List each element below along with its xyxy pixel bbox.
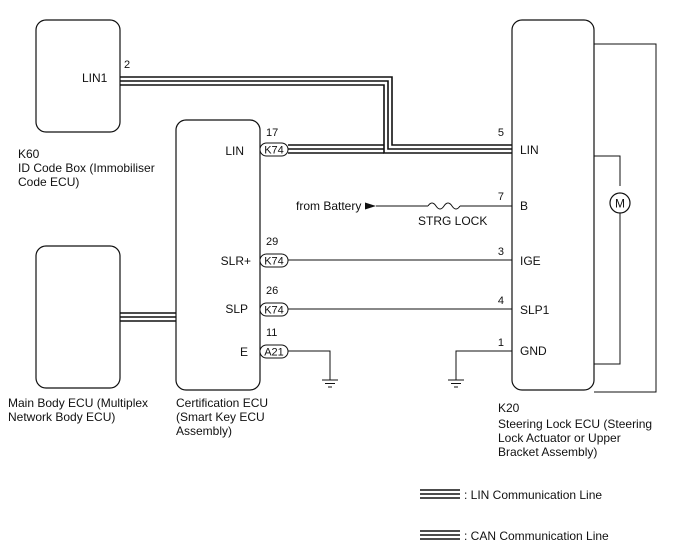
- steering-lock-ecu-box: [511, 19, 595, 391]
- id-code-box-pin: 2: [124, 59, 130, 71]
- fuse-label: STRG LOCK: [418, 214, 487, 228]
- legend-lin-text: : LIN Communication Line: [464, 488, 602, 502]
- svg-text:K74: K74: [264, 256, 284, 268]
- cert-terminal-e: E: [240, 345, 248, 359]
- id-code-box-name-2: Code ECU): [18, 175, 79, 189]
- id-code-box: [35, 19, 121, 133]
- slk-pin-slp1: 4: [498, 295, 504, 307]
- slk-name-1: Steering Lock ECU (Steering: [498, 417, 652, 431]
- cert-pin-slr: 29: [266, 236, 278, 248]
- main-body-ecu-name-1: Main Body ECU (Multiplex: [8, 396, 148, 410]
- steering-motor-circuit: M: [594, 43, 657, 393]
- fuse-icon: [427, 202, 461, 210]
- connector-a21-e: A21: [259, 344, 289, 359]
- cert-ecu-name-1: Certification ECU: [176, 396, 268, 410]
- main-body-ecu-name-2: Network Body ECU): [8, 410, 115, 424]
- battery-source-label: from Battery: [296, 199, 361, 213]
- cert-terminal-slp: SLP: [225, 302, 248, 316]
- can-bus: [120, 312, 176, 322]
- lin-bus: [120, 76, 512, 154]
- id-code-box-code: K60: [18, 147, 40, 161]
- slk-terminal-gnd: GND: [520, 344, 547, 358]
- slk-name-3: Bracket Assembly): [498, 445, 597, 459]
- slk-pin-gnd: 1: [498, 337, 504, 349]
- arrow-icon: [365, 202, 376, 210]
- slk-pin-b: 7: [498, 191, 504, 203]
- slk-pin-lin: 5: [498, 127, 504, 139]
- main-body-ecu-box: [35, 245, 121, 389]
- slk-terminal-lin: LIN: [520, 143, 539, 157]
- slk-terminal-ige: IGE: [520, 254, 541, 268]
- cert-pin-lin: 17: [266, 127, 278, 139]
- connector-k74-slp: K74: [259, 302, 289, 317]
- legend-can-text: : CAN Communication Line: [464, 529, 609, 543]
- slk-code: K20: [498, 401, 520, 415]
- id-code-box-terminal: LIN1: [82, 71, 108, 85]
- legend-lin: : LIN Communication Line: [420, 488, 602, 502]
- slk-terminal-b: B: [520, 199, 528, 213]
- id-code-box-name-1: ID Code Box (Immobiliser: [18, 161, 155, 175]
- steering-ecu-ground: [448, 350, 512, 388]
- cert-pin-e: 11: [266, 327, 277, 339]
- cert-ecu-name-3: Assembly): [176, 424, 232, 438]
- svg-text:K74: K74: [264, 145, 284, 157]
- slk-pin-ige: 3: [498, 246, 504, 258]
- cert-terminal-slr: SLR+: [221, 254, 251, 268]
- connector-k74-slr: K74: [259, 253, 289, 268]
- svg-text:A21: A21: [264, 347, 284, 359]
- slk-name-2: Lock Actuator or Upper: [498, 431, 621, 445]
- svg-text:K74: K74: [264, 305, 284, 317]
- cert-ecu-ground: [288, 350, 338, 388]
- cert-pin-slp: 26: [266, 285, 278, 297]
- connector-k74-lin: K74: [259, 142, 289, 157]
- legend-can: : CAN Communication Line: [420, 529, 609, 543]
- motor-symbol: M: [615, 197, 625, 211]
- cert-terminal-lin: LIN: [225, 144, 244, 158]
- slk-terminal-slp1: SLP1: [520, 303, 550, 317]
- cert-ecu-name-2: (Smart Key ECU: [176, 410, 265, 424]
- certification-ecu-box: [175, 119, 261, 391]
- battery-feed: [365, 202, 512, 210]
